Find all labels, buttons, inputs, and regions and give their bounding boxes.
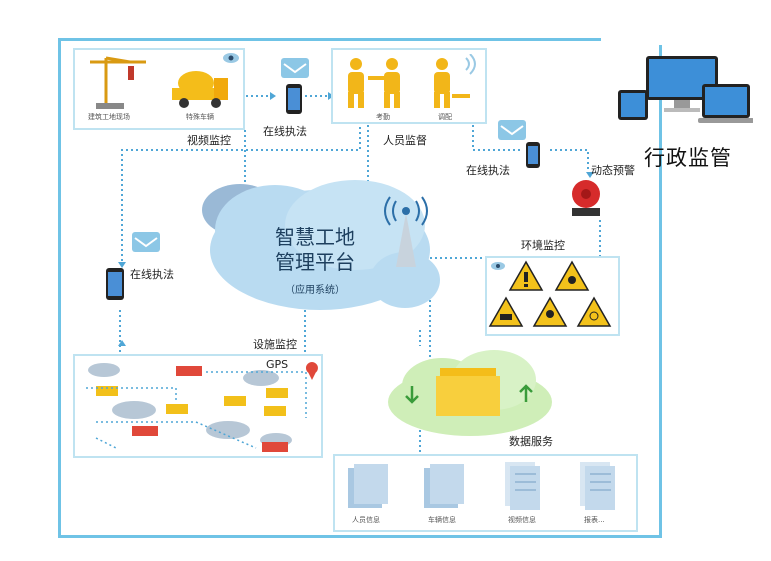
admin-computers-icon — [618, 56, 753, 123]
platform-title-line1: 智慧工地 — [275, 225, 355, 249]
enforcement-top-label: 在线执法 — [263, 125, 307, 138]
antenna-tower-icon — [384, 196, 428, 267]
alarm-bell-icon — [572, 180, 600, 216]
data-items-icons — [348, 462, 615, 510]
facility-label: 设施监控 — [253, 338, 297, 351]
phone-mail-icon-left — [106, 232, 160, 300]
platform-subtitle: （应用系统） — [285, 285, 345, 296]
data-item-report: 报表... — [584, 516, 605, 524]
warning-signs-illustration — [488, 260, 612, 327]
video-monitor-label: 视频监控 — [187, 134, 231, 147]
personnel-label: 人员监督 — [383, 134, 427, 147]
platform-cloud — [202, 180, 440, 310]
gps-label: GPS — [266, 358, 289, 371]
enforcement-right-label: 在线执法 — [466, 164, 510, 177]
crane-vehicle-illustration — [90, 53, 239, 109]
data-service-label: 数据服务 — [509, 435, 553, 448]
phone-mail-icon-right — [498, 120, 540, 168]
data-item-vehicle: 车辆信息 — [428, 516, 456, 524]
data-cloud — [388, 350, 552, 436]
alert-label: 动态预警 — [591, 164, 635, 177]
data-item-video: 视频信息 — [508, 516, 536, 524]
enforcement-left-label: 在线执法 — [130, 268, 174, 281]
video-site-caption: 建筑工地现场 — [88, 113, 130, 121]
data-item-personnel: 人员信息 — [352, 516, 380, 524]
dispatch-caption: 调配 — [438, 113, 452, 121]
video-vehicle-caption: 特殊车辆 — [186, 113, 214, 121]
vehicle-map-illustration — [86, 362, 318, 452]
workers-illustration — [348, 54, 476, 108]
attendance-caption: 考勤 — [376, 113, 390, 121]
environment-label: 环境监控 — [521, 239, 565, 252]
admin-title: 行政监管 — [644, 146, 732, 170]
phone-mail-icon-top — [281, 58, 309, 114]
outer-frame — [58, 37, 671, 538]
platform-title-line2: 管理平台 — [275, 250, 355, 274]
